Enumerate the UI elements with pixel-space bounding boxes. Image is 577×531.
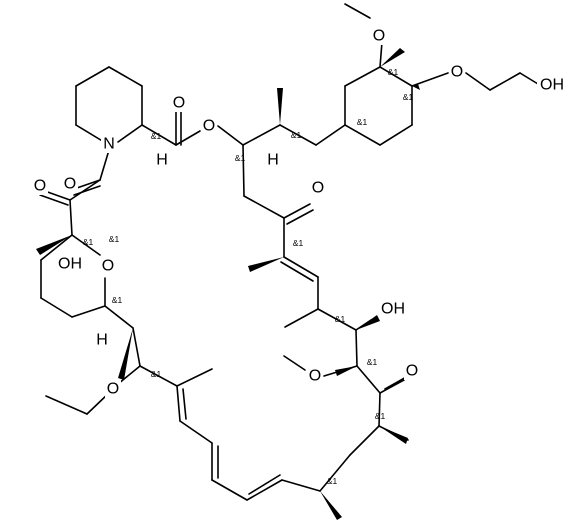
stereo-label: &1 <box>388 67 399 77</box>
stereo-label: &1 <box>151 369 162 379</box>
stereo-label: &1 <box>83 237 94 247</box>
stereo-label: &1 <box>112 295 123 305</box>
stereo-label: &1 <box>291 130 302 140</box>
stereo-label: &1 <box>109 234 120 244</box>
stereo-label: &1 <box>367 357 378 367</box>
atom-O-ketone-right: O <box>406 363 418 380</box>
stereo-label: &1 <box>403 92 414 102</box>
atom-O-ethoxy: O <box>107 381 119 398</box>
ether-wedge <box>412 84 420 90</box>
stereo-label: &1 <box>293 238 304 248</box>
stereo-label: &1 <box>357 117 368 127</box>
atom-H-ester-ch: H <box>267 152 279 169</box>
atom-O-pyran: O <box>102 258 114 275</box>
ethoxy-wedge <box>118 328 133 380</box>
atom-H-pyran: H <box>96 332 108 349</box>
atom-O-diketo-2: O <box>64 176 76 193</box>
methoxy-wedge-mid <box>335 366 357 376</box>
atom-O-ester: O <box>203 118 215 135</box>
methyl-wedge-bottom <box>320 491 342 520</box>
methyl-wedge-pyran <box>36 235 72 255</box>
stereo-label-layer: &1 &1 &1 &1 &1 &1 &1 &1 &1 &1 &1 &1 &1 &… <box>83 67 414 486</box>
atom-O-methoxy-top: O <box>373 28 385 45</box>
atom-label-layer: N O O O O OH O O O OH O H H H OH O O <box>32 27 567 398</box>
atom-OH-hemiketal: OH <box>58 256 82 273</box>
atom-OH-mid: OH <box>381 301 405 318</box>
atom-O-methoxy-mid: O <box>309 368 321 385</box>
stereo-label: &1 <box>335 314 346 324</box>
methyl-wedge-right <box>379 426 408 444</box>
atom-O-ethoxy-ring: O <box>451 64 463 81</box>
methyl-wedge-mid <box>248 257 284 272</box>
atom-OH-top: OH <box>540 77 564 94</box>
stereo-label: &1 <box>235 153 246 163</box>
atom-H-pipecolate: H <box>156 152 168 169</box>
atom-O-diketo-1: O <box>34 178 46 195</box>
methyl-wedge-top <box>277 88 283 125</box>
stereo-label: &1 <box>151 131 162 141</box>
stereo-label: &1 <box>327 476 338 486</box>
oh-wedge <box>356 315 380 330</box>
wedge-layer <box>36 48 420 520</box>
stereo-label: &1 <box>375 411 386 421</box>
atom-O-ketone-mid: O <box>312 180 324 197</box>
methoxy-wedge <box>380 48 405 67</box>
atom-O-ester-carbonyl: O <box>173 95 185 112</box>
atom-N1: N <box>103 136 115 153</box>
